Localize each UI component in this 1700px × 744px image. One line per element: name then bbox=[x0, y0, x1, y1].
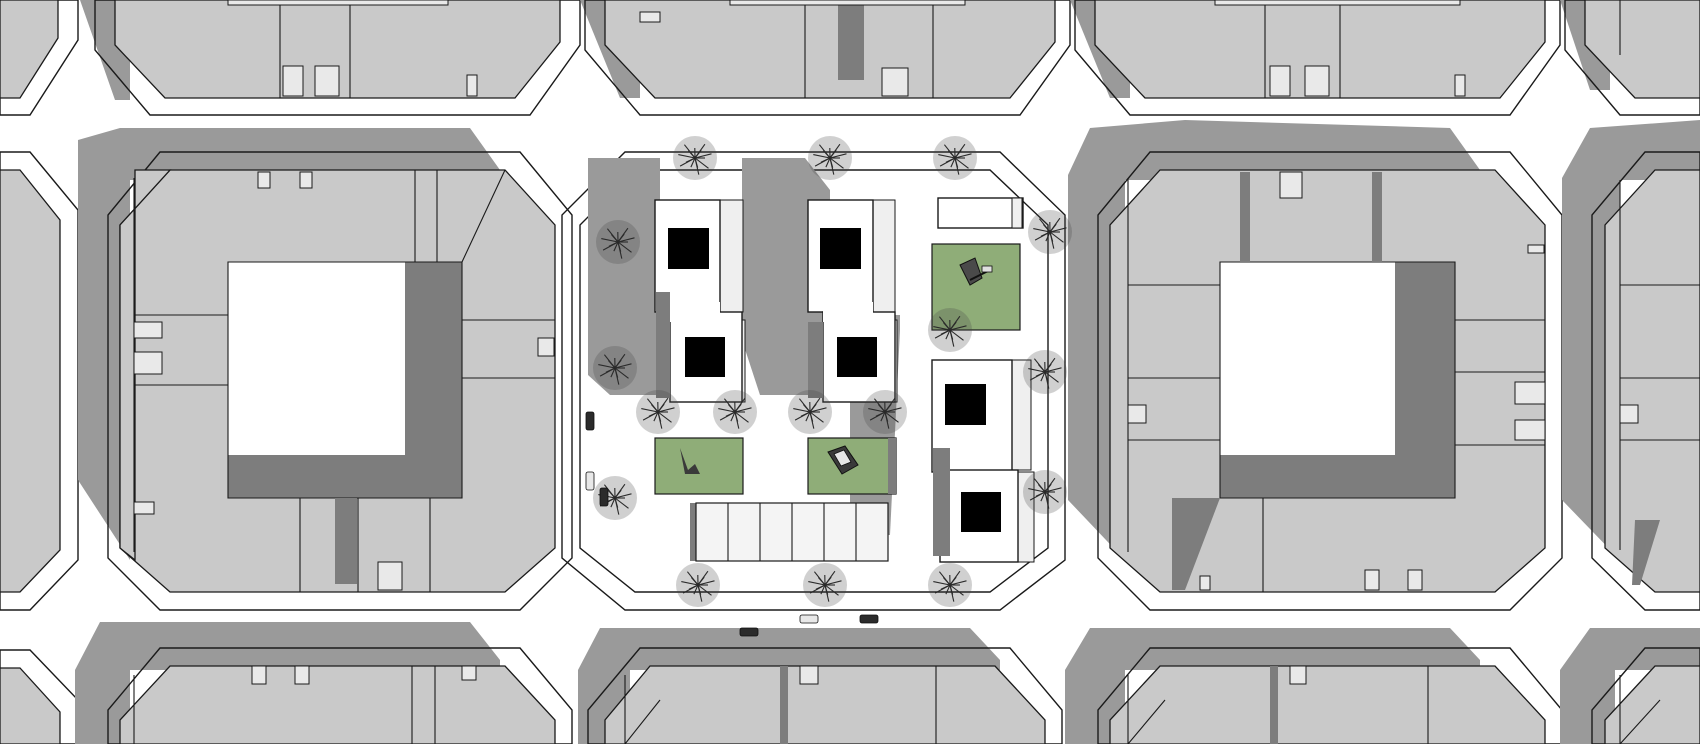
block-bottom-center bbox=[578, 628, 1063, 744]
green-space-south-west bbox=[654, 437, 744, 495]
car-icon bbox=[599, 487, 609, 507]
tree-icon bbox=[928, 563, 972, 607]
car-icon bbox=[859, 614, 879, 624]
tree-icon bbox=[928, 308, 972, 352]
courtyard-void bbox=[668, 228, 709, 269]
tree-icon bbox=[636, 390, 680, 434]
block-bottom-far-right bbox=[1560, 628, 1700, 744]
courtyard-void bbox=[837, 337, 877, 377]
courtyard-void bbox=[820, 228, 861, 269]
car-icon bbox=[585, 471, 595, 491]
tree-icon bbox=[596, 220, 640, 264]
tree-icon bbox=[593, 476, 637, 520]
car-icon bbox=[585, 411, 595, 431]
trees bbox=[593, 136, 1072, 607]
car-icon bbox=[799, 614, 819, 624]
tree-icon bbox=[593, 346, 637, 390]
courtyard-void bbox=[685, 337, 725, 377]
car-icon bbox=[739, 627, 759, 637]
tree-icon bbox=[863, 390, 907, 434]
tree-icon bbox=[1023, 350, 1067, 394]
building-middle bbox=[807, 199, 898, 403]
pergola bbox=[690, 502, 889, 562]
tree-icon bbox=[713, 390, 757, 434]
tree-icon bbox=[788, 390, 832, 434]
courtyard-void bbox=[961, 492, 1001, 532]
block-top-left bbox=[80, 0, 581, 116]
project-block bbox=[561, 151, 1066, 611]
tree-icon bbox=[933, 136, 977, 180]
tree-icon bbox=[673, 136, 717, 180]
block-bottom-left bbox=[75, 622, 573, 744]
pavilion-icon bbox=[827, 445, 859, 475]
block-top-left-edge bbox=[0, 0, 79, 116]
tree-icon bbox=[1023, 470, 1067, 514]
block-middle-right bbox=[1068, 120, 1563, 611]
block-top-far-right bbox=[1560, 0, 1700, 116]
tree-icon bbox=[803, 563, 847, 607]
playground-icon bbox=[959, 257, 993, 286]
block-middle-left bbox=[78, 128, 573, 611]
sculpture-icon bbox=[680, 448, 700, 474]
block-top-right bbox=[1070, 0, 1561, 116]
green-space-south-middle bbox=[807, 437, 897, 495]
parked-cars bbox=[585, 411, 879, 637]
block-middle-left-edge bbox=[0, 151, 79, 611]
tree-icon bbox=[676, 563, 720, 607]
tree-icon bbox=[808, 136, 852, 180]
tree-icon bbox=[1028, 210, 1072, 254]
block-bottom-right bbox=[1065, 628, 1563, 744]
block-middle-far-right bbox=[1562, 120, 1700, 611]
courtyard-void bbox=[945, 384, 986, 425]
building-east bbox=[931, 197, 1035, 563]
block-top-center bbox=[580, 0, 1071, 116]
green-space-north-east bbox=[931, 243, 1021, 331]
building-west bbox=[654, 199, 746, 403]
